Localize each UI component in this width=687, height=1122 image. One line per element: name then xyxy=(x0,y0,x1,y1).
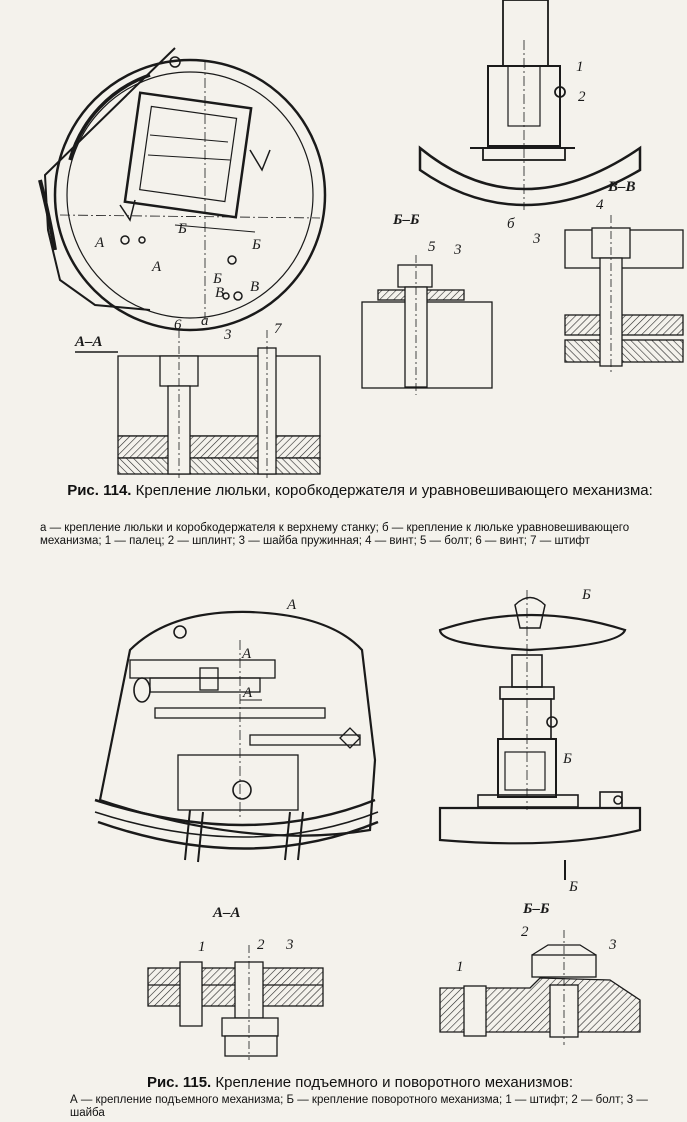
fig114-cut-mark-b: Б xyxy=(178,221,187,237)
fig115-view-B-label: Б xyxy=(582,587,591,603)
figure-114-view-a xyxy=(38,47,327,332)
fig114-bb-callout-3: 3 xyxy=(454,242,462,258)
fig115-caption-prefix: Рис. 115. xyxy=(146,1074,212,1091)
fig115-view-A-label: А xyxy=(287,597,297,613)
fig114-view-a-label: а xyxy=(201,313,209,329)
fig115-legend: А — крепление подъемного механизма; Б — … xyxy=(70,1094,648,1119)
fig114-section-aa-label: А–А xyxy=(75,334,103,350)
fig114-cut-mark-b-2: Б xyxy=(252,237,261,253)
fig114-legend: а — крепление люльки и коробкодержателя … xyxy=(40,522,630,547)
fig115-cut-mark-a-2: А xyxy=(243,685,253,701)
fig114-section-bb-label: Б–Б xyxy=(393,212,420,228)
fig115-cut-mark-b: Б xyxy=(563,751,572,767)
fig115-bb-callout-2: 2 xyxy=(521,924,529,940)
fig114-vv-callout-4: 4 xyxy=(596,197,604,213)
fig114-caption-prefix: Рис. 114. xyxy=(67,482,132,499)
figure-114-view-b xyxy=(418,0,642,210)
fig115-section-aa-label: А–А xyxy=(213,905,241,921)
fig114-section-vv-label: В–В xyxy=(608,179,636,195)
fig114-callout-2: 2 xyxy=(578,89,586,105)
fig115-aa-callout-2: 2 xyxy=(257,937,265,953)
fig114-caption-text: Крепление люльки, коробкодержателя и ура… xyxy=(135,482,653,499)
fig114-cut-mark-v-2: В xyxy=(250,279,260,295)
fig115-bb-callout-1: 1 xyxy=(456,959,464,975)
figure-114-section-bb xyxy=(361,255,493,395)
fig114-view-b-label: б xyxy=(507,216,515,232)
fig114-bb-callout-5: 5 xyxy=(428,239,436,255)
fig115-bb-callout-3: 3 xyxy=(609,937,617,953)
fig114-callout-1: 1 xyxy=(576,59,584,75)
fig115-caption-title: Рис. 115. Крепление подъемного и поворот… xyxy=(40,1074,680,1091)
fig114-caption-title: Рис. 114. Крепление люльки, коробкодержа… xyxy=(40,482,680,499)
figure-114-section-aa xyxy=(75,330,321,478)
fig114-cut-mark-v: В xyxy=(215,285,225,301)
figure-115-view-A xyxy=(94,610,379,863)
fig115-aa-callout-3: 3 xyxy=(286,937,294,953)
figure-115-section-aa xyxy=(147,945,324,1060)
fig114-cut-mark-a: А xyxy=(95,235,105,251)
fig114-cut-mark-b-3: Б xyxy=(213,271,222,287)
fig114-aa-callout-7: 7 xyxy=(274,321,282,337)
fig115-section-bb-label: Б–Б xyxy=(523,901,550,917)
fig114-vv-callout-3: 3 xyxy=(533,231,541,247)
figure-115-section-bb xyxy=(439,930,641,1045)
fig115-cut-mark-b-2: Б xyxy=(569,879,578,895)
fig114-cut-mark-a-2: А xyxy=(152,259,162,275)
figure-114-section-vv xyxy=(564,215,684,372)
fig115-aa-callout-1: 1 xyxy=(198,939,206,955)
fig114-aa-callout-6: 6 xyxy=(174,317,182,333)
fig115-caption-text: Крепление подъемного и поворотного механ… xyxy=(215,1074,574,1091)
fig115-cut-mark-a: А xyxy=(242,646,252,662)
figure-115-view-B xyxy=(438,590,642,880)
fig114-aa-callout-3: 3 xyxy=(224,327,232,343)
